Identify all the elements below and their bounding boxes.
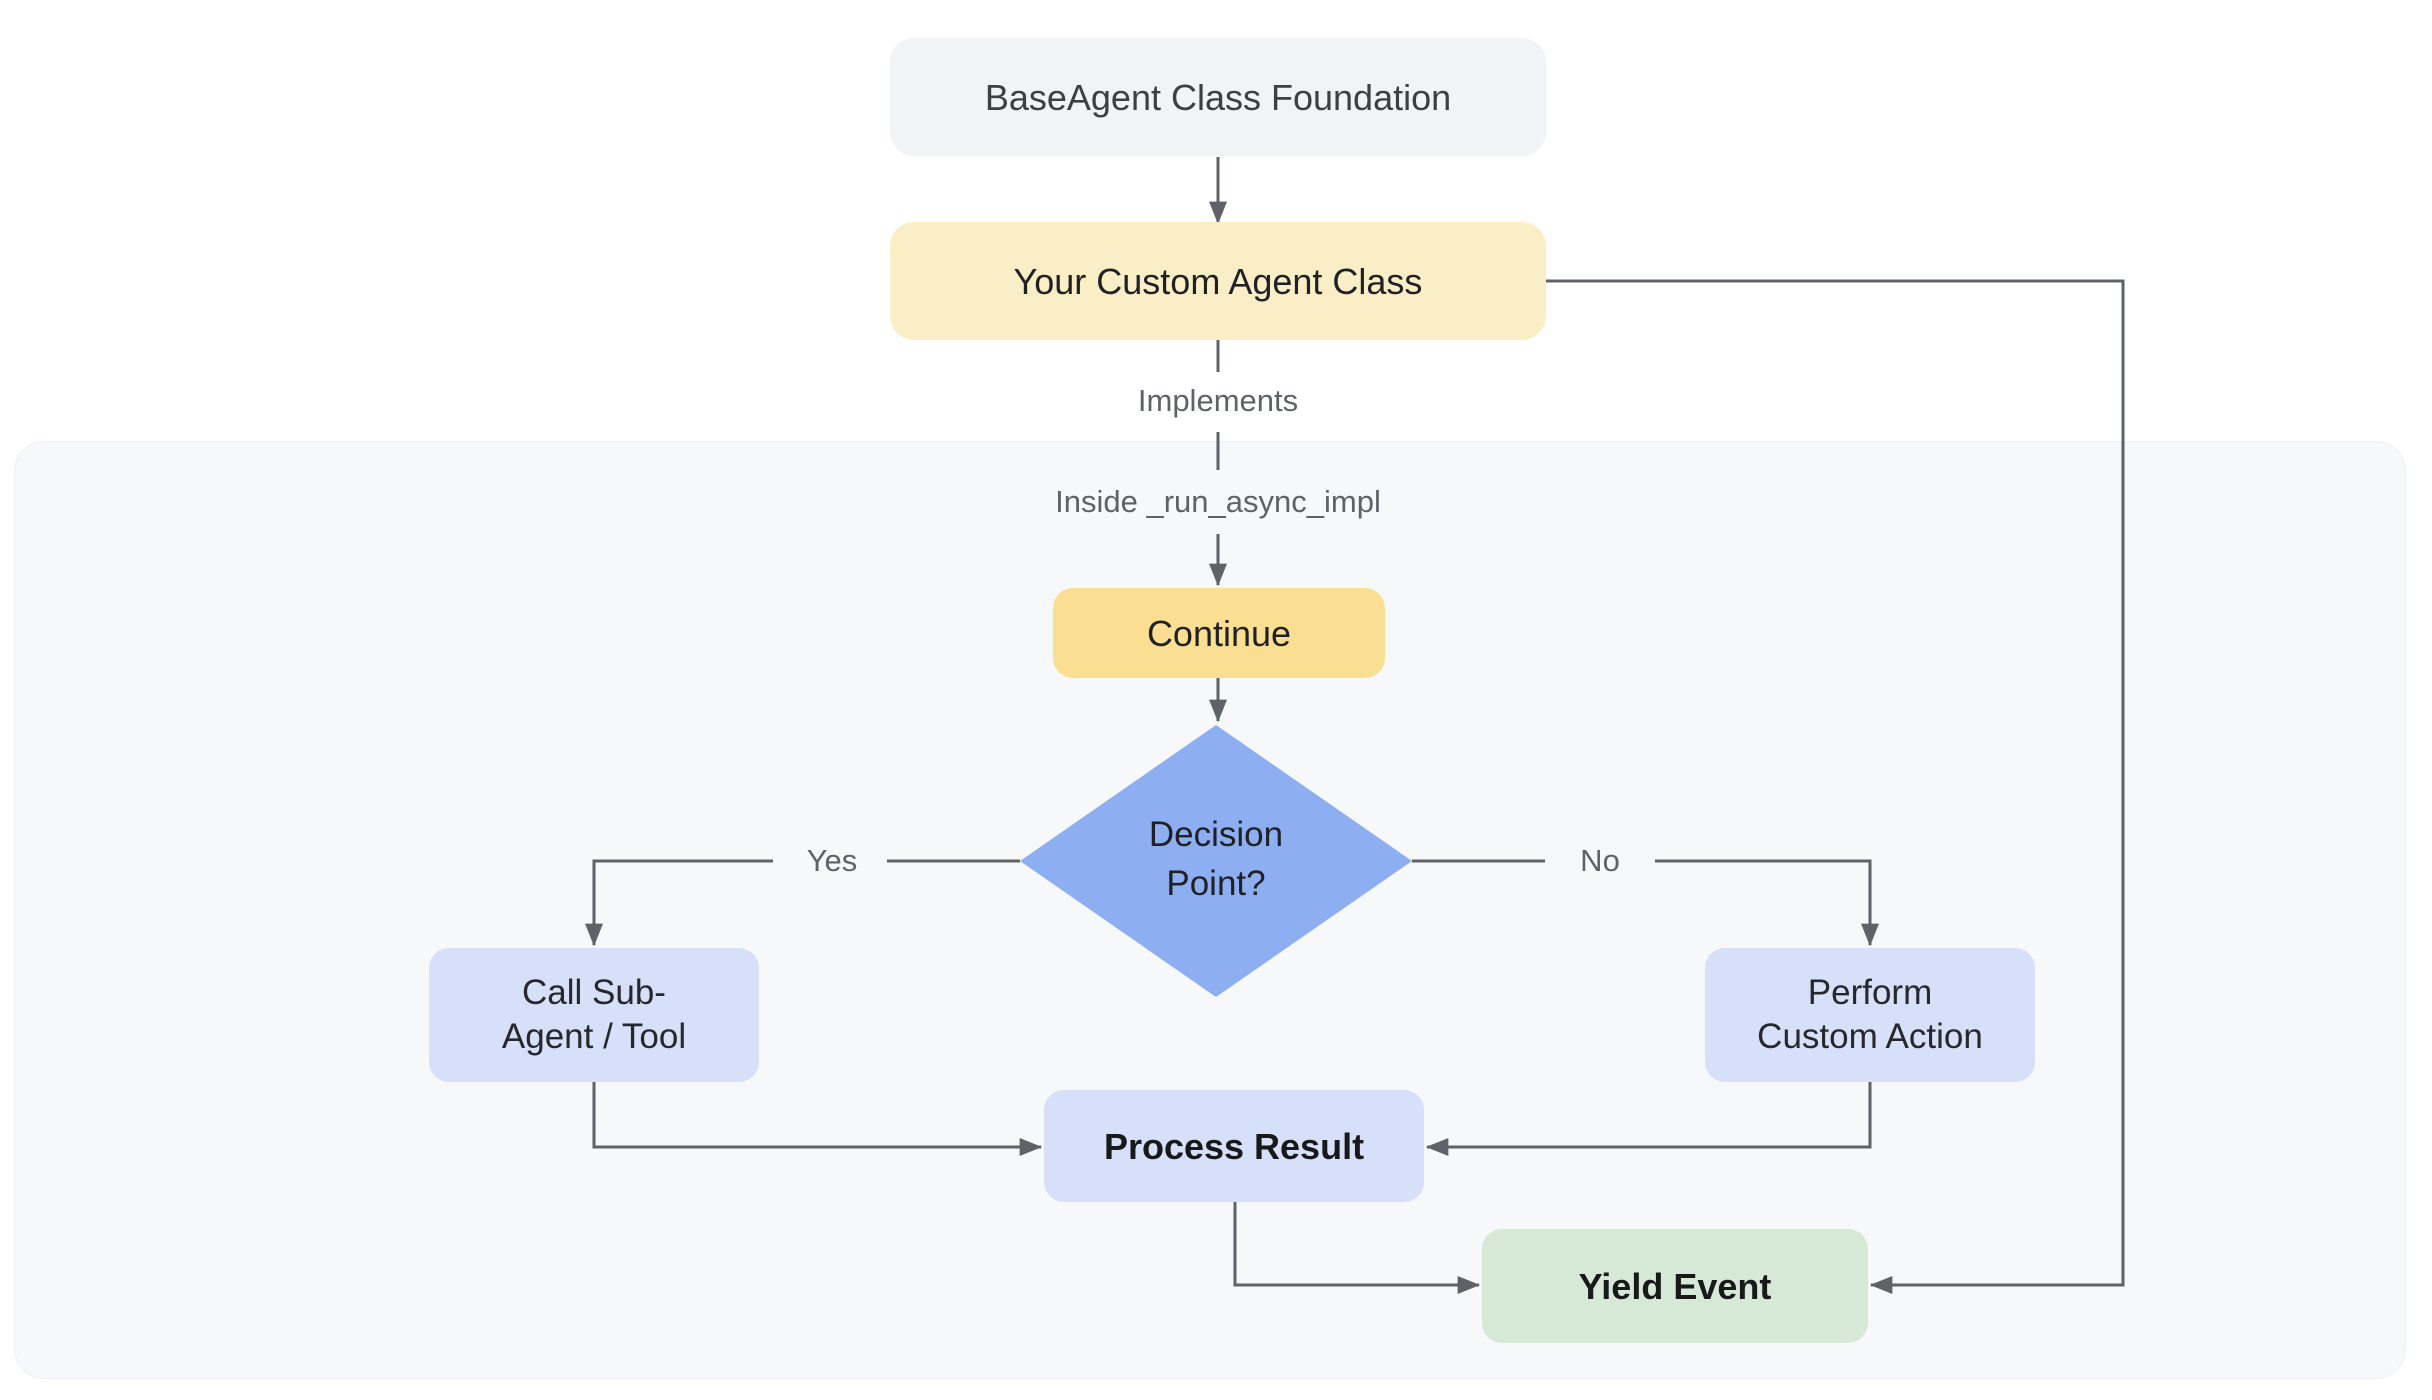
perform-line1: Perform [1807, 973, 1933, 1013]
edge-decision-yes-seg2 [585, 859, 773, 947]
edge-custom-to-yield [1546, 279, 2125, 1294]
decision-diamond [1020, 725, 1412, 997]
node-custom-agent-class: Your Custom Agent Class [890, 222, 1546, 340]
edge-label-implements: Implements [1137, 383, 1299, 418]
node-baseagent-foundation: BaseAgent Class Foundation [890, 38, 1546, 156]
node-baseagent-label: BaseAgent Class Foundation [984, 76, 1452, 118]
node-process-result: Process Result [1044, 1090, 1424, 1202]
edge-label-yes: Yes [806, 843, 858, 878]
node-continue-label: Continue [1146, 612, 1292, 654]
edge-label-no: No [1580, 843, 1620, 878]
edge-label-inside-run-async-impl: Inside _run_async_impl [1055, 484, 1381, 519]
node-yield-event: Yield Event [1482, 1229, 1868, 1343]
node-yield-event-label: Yield Event [1578, 1265, 1772, 1307]
edge-perform-to-process [1425, 1082, 1872, 1156]
call-sub-line1: Call Sub- [522, 973, 666, 1013]
node-custom-agent-label: Your Custom Agent Class [1013, 260, 1423, 302]
edge-process-to-yield [1233, 1202, 1481, 1294]
call-sub-line2: Agent / Tool [501, 1017, 687, 1056]
decision-line2: Point? [1166, 864, 1266, 903]
node-continue: Continue [1053, 588, 1385, 678]
decision-line1: Decision [1148, 815, 1284, 854]
node-call-sub-agent-tool: Call Sub- Agent / Tool [429, 948, 759, 1082]
node-process-result-label: Process Result [1103, 1125, 1365, 1167]
decision-diamond-label: Decision Point? [1149, 810, 1283, 908]
edge-decision-no-seg2 [1655, 859, 1879, 947]
edge-callsub-to-process [592, 1082, 1043, 1156]
perform-line2: Custom Action [1757, 1017, 1983, 1056]
node-perform-custom-action: Perform Custom Action [1705, 948, 2035, 1082]
